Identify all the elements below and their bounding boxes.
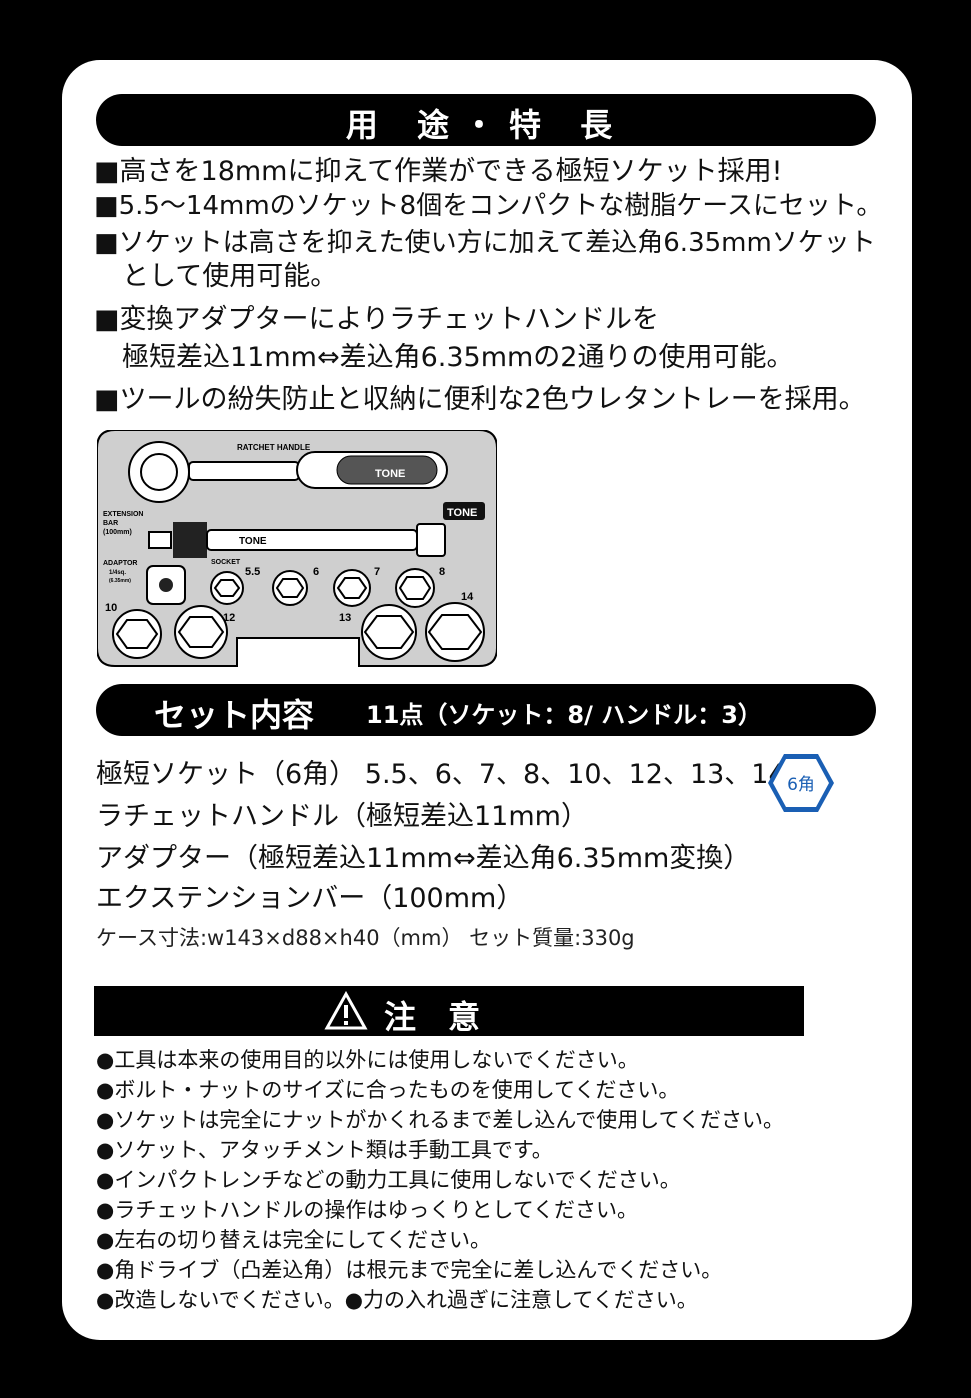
feature-item: ■ツールの紛失防止と収納に便利な2色ウレタントレーを採用。 [94,384,866,415]
warning-icon [324,991,368,1030]
size-13: 13 [339,612,351,624]
extension-label-1: EXTENSION [103,511,143,518]
adaptor-sq-2: (6.35mm) [109,578,131,584]
caution-header: 注 意 [94,986,804,1036]
socket-large-icons [112,602,485,662]
adaptor-sq-1: 1/4sq. [109,570,126,576]
set-item-adaptor: アダプター（極短差込11mm⇔差込角6.35mm変換） [96,843,751,874]
extension-bar-icon [148,522,446,558]
set-item-sockets: 極短ソケット（6角） 5.5、6、7、8、10、12、13、14 [96,759,786,790]
caution-item: ●角ドライブ（凸差込角）は根元まで完全に差し込んでください。 [96,1258,723,1282]
feature-item: ■高さを18mmに抑えて作業ができる極短ソケット採用! [94,156,783,187]
caution-item: ●ボルト・ナットのサイズに合ったものを使用してください。 [96,1078,680,1102]
socket-label: SOCKET [211,559,241,566]
feature-item: ■変換アダプターによりラチェットハンドルを [94,304,659,335]
features-header: 用 途・特 長 [96,94,876,146]
socket-small-icons [210,568,435,608]
caution-title: 注 意 [384,998,481,1036]
size-14: 14 [461,591,474,603]
size-8: 8 [439,566,445,578]
adaptor-icon [146,565,186,605]
size-12: 12 [223,612,235,624]
caution-item: ●ソケットは完全にナットがかくれるまで差し込んで使用してください。 [96,1108,785,1132]
hex-badge-icon: 6角 [768,754,834,812]
caution-item: ●ソケット、アタッチメント類は手動工具です。 [96,1138,553,1162]
size-5-5: 5.5 [245,566,260,578]
ratchet-handle-icon [128,441,448,503]
size-7: 7 [374,566,380,578]
set-contents-header: セット内容 11点（ソケット：8/ ハンドル：3） [96,684,876,736]
caution-item: ●改造しないでください。●力の入れ過ぎに注意してください。 [96,1288,698,1312]
feature-item: ■5.5～14mmのソケット8個をコンパクトな樹脂ケースにセット。 [94,191,883,221]
extension-label-3: (100mm) [103,529,132,536]
tray-illustration: RATCHET HANDLE TONE TONE EXTENSION BAR (… [97,430,497,667]
extension-label-2: BAR [103,520,118,527]
ratchet-brand: TONE [375,468,405,480]
tone-logo-text: TONE [447,507,477,519]
tone-logo [443,502,485,520]
extension-brand: TONE [239,536,267,547]
feature-item: として使用可能。 [122,261,338,292]
features-title: 用 途・特 長 [345,106,627,144]
caution-item: ●工具は本来の使用目的以外には使用しないでください。 [96,1048,639,1072]
caution-item: ●ラチェットハンドルの操作はゆっくりとしてください。 [96,1198,639,1222]
set-item-extension: エクステンションバー（100mm） [96,883,524,914]
adaptor-label: ADAPTOR [103,560,137,567]
caution-item: ●インパクトレンチなどの動力工具に使用しないでください。 [96,1168,681,1192]
case-spec: ケース寸法:w143×d88×h40（mm） セット質量:330g [96,926,635,950]
set-title: セット内容 [154,696,315,734]
size-6: 6 [313,566,319,578]
set-count: 11点（ソケット：8/ ハンドル：3） [366,701,762,729]
set-item-ratchet: ラチェットハンドル（極短差込11mm） [96,801,588,832]
feature-item: 極短差込11mm⇔差込角6.35mmの2通りの使用可能。 [122,342,794,373]
ratchet-handle-label: RATCHET HANDLE [237,443,311,452]
hex-badge-label: 6角 [787,775,815,795]
size-10: 10 [105,602,117,614]
caution-item: ●左右の切り替えは完全にしてください。 [96,1228,492,1252]
feature-item: ■ソケットは高さを抑えた使い方に加えて差込角6.35mmソケット [94,228,876,258]
